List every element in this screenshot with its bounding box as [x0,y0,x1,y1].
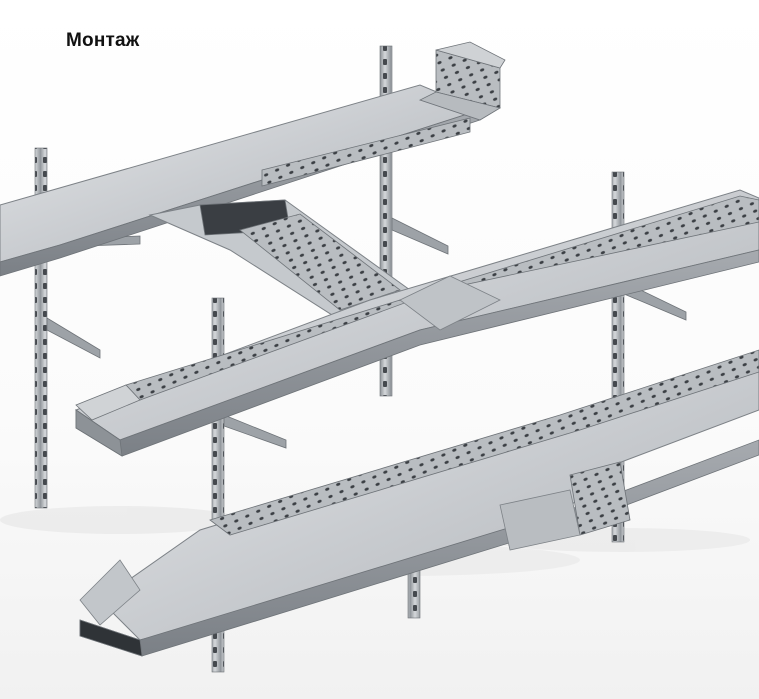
support-brackets [46,217,687,449]
lower-tray [79,349,759,657]
caption-title: Монтаж [66,30,140,51]
middle-tray [74,189,759,457]
upper-tray [0,41,506,321]
